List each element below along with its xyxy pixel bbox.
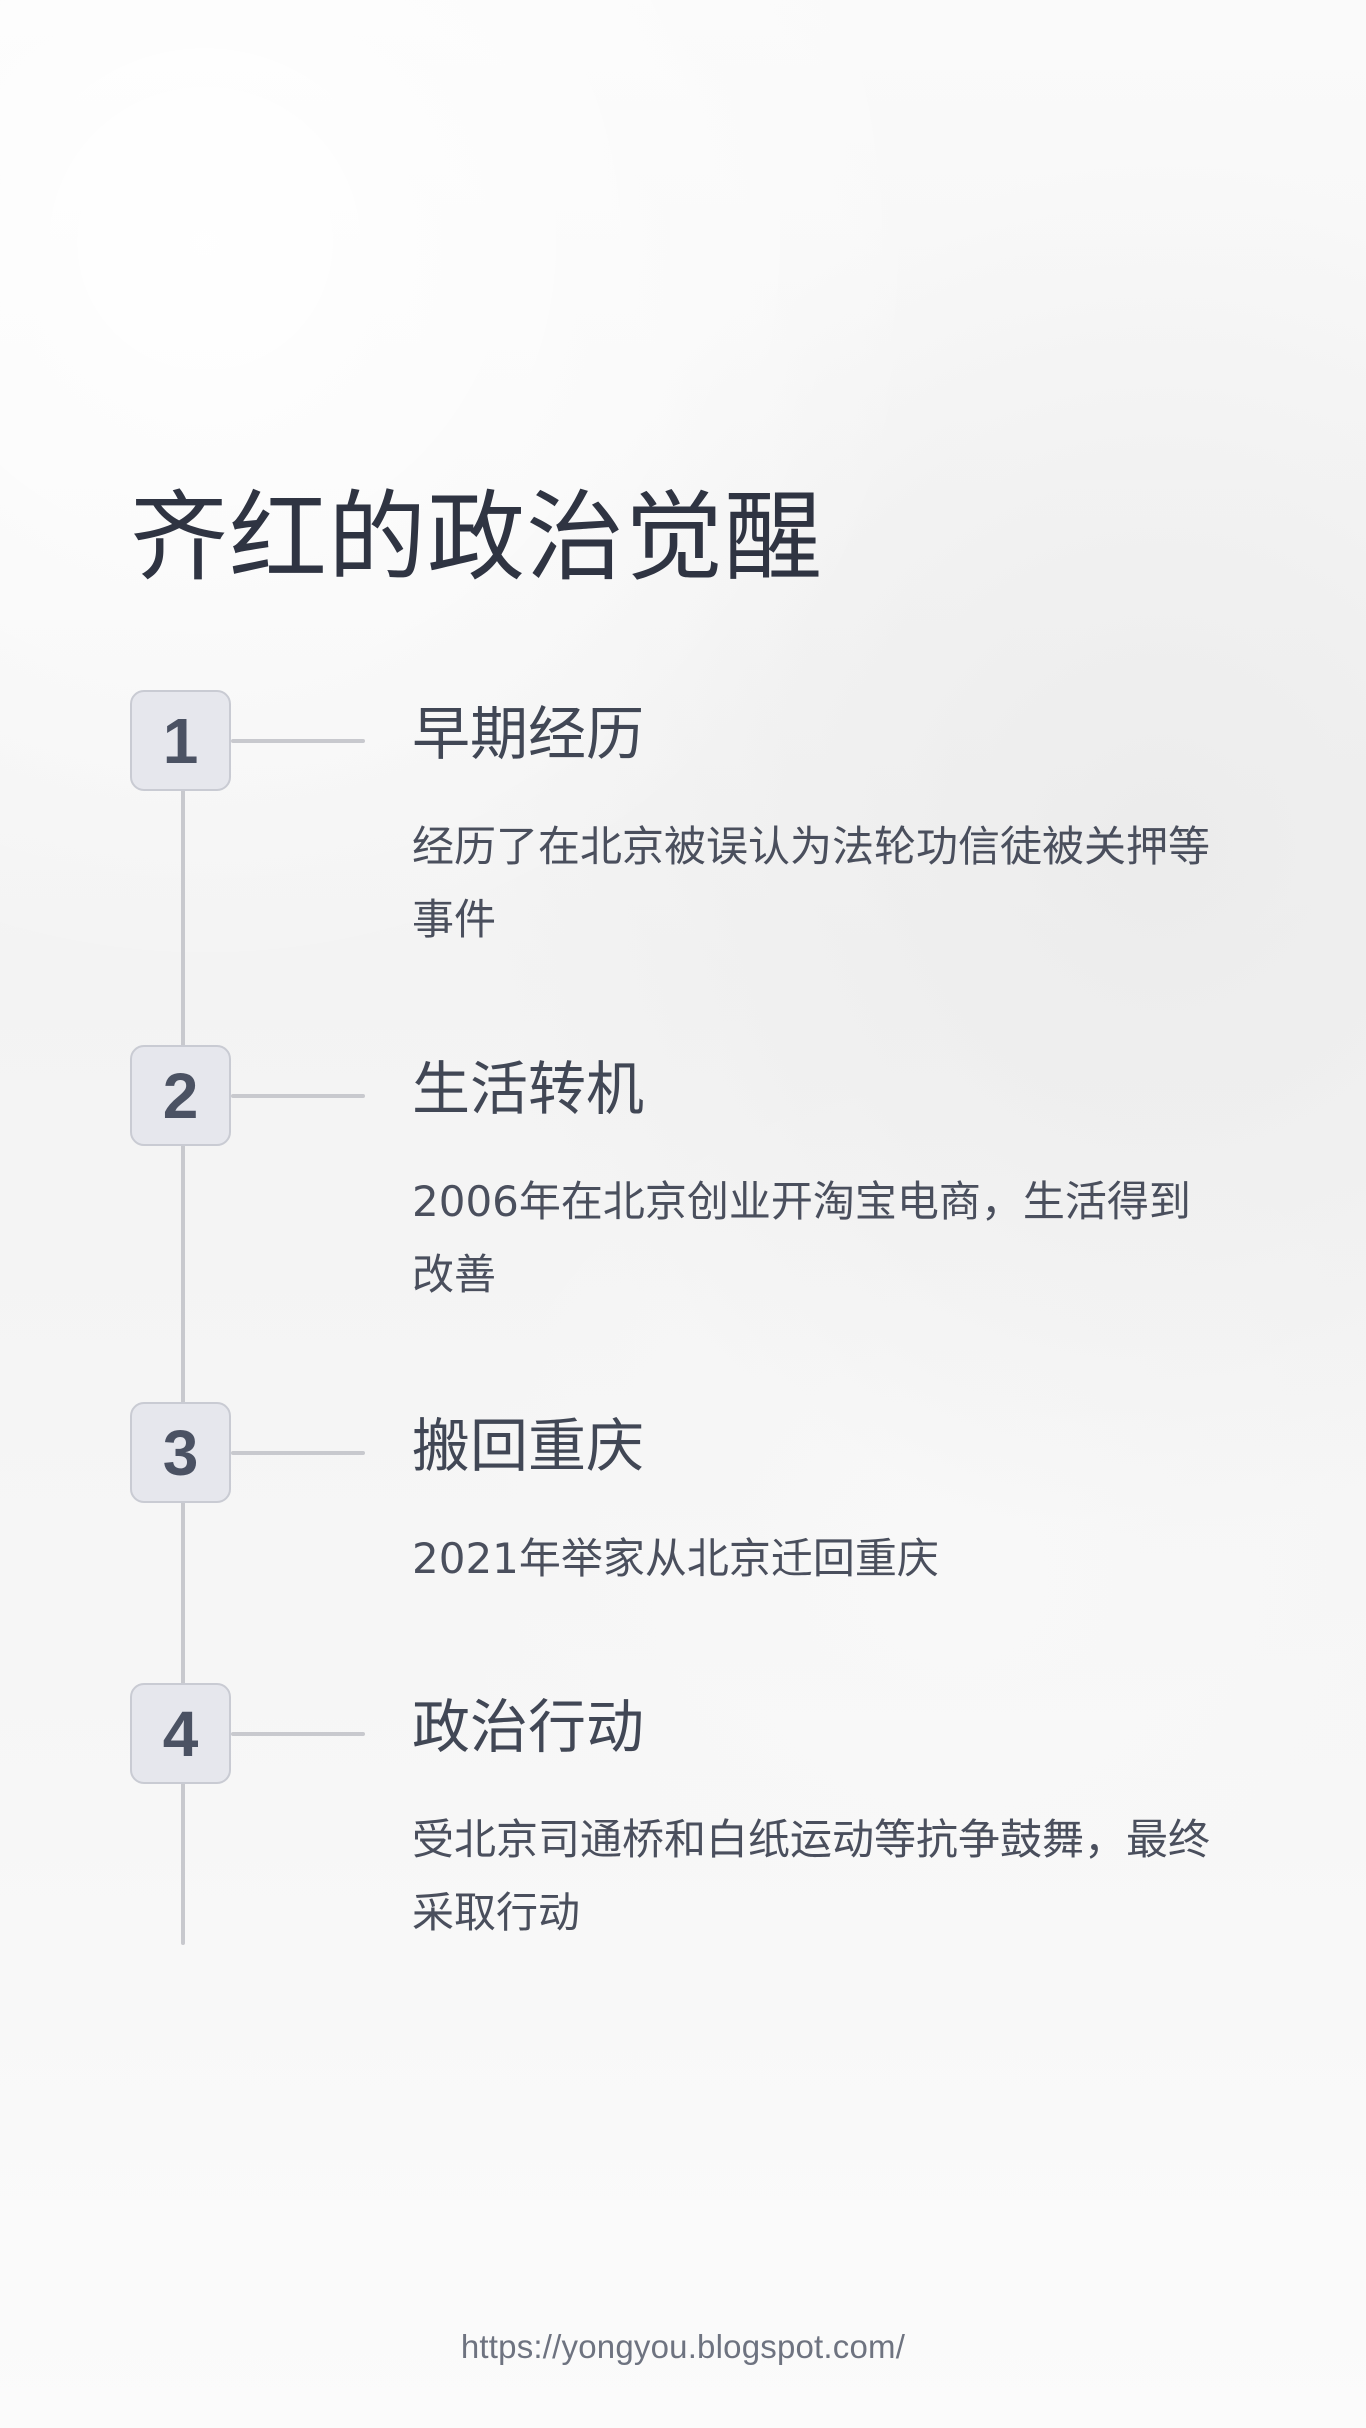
step-number-badge-2: 2 [130, 1045, 231, 1146]
timeline-line [181, 745, 185, 1945]
step-number-badge-3: 3 [130, 1402, 231, 1503]
step-connector-3 [231, 1451, 365, 1455]
step-description-3: 2021年举家从北京迁回重庆 [412, 1534, 939, 1583]
step-description-2: 2006年在北京创业开淘宝电商，生活得到改善 [412, 1177, 1191, 1299]
step-number-badge-4: 4 [130, 1683, 231, 1784]
step-title-3: 搬回重庆 [412, 1412, 645, 1480]
step-connector-1 [231, 739, 365, 743]
step-connector-4 [231, 1732, 365, 1736]
page-title: 齐红的政治觉醒 [130, 481, 824, 595]
step-title-4: 政治行动 [412, 1693, 645, 1761]
step-number-badge-1: 1 [130, 690, 231, 791]
step-title-1: 早期经历 [412, 700, 645, 768]
footer-url: https://yongyou.blogspot.com/ [460, 2328, 906, 2365]
step-description-1: 经历了在北京被误认为法轮功信徒被关押等事件 [412, 822, 1211, 944]
step-title-2: 生活转机 [412, 1055, 645, 1123]
step-description-4: 受北京司通桥和白纸运动等抗争鼓舞，最终采取行动 [412, 1815, 1211, 1937]
step-connector-2 [231, 1094, 365, 1098]
